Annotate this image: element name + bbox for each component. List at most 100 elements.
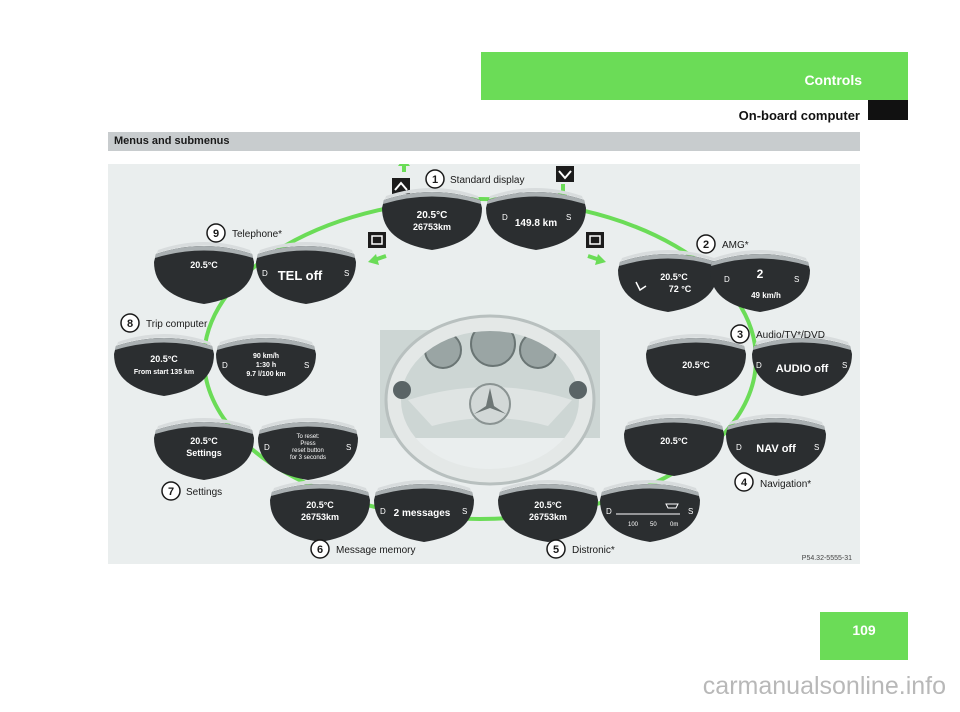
section-header: Controls	[481, 52, 908, 100]
svg-text:50: 50	[650, 522, 657, 528]
svg-text:To reset:: To reset:	[296, 434, 319, 440]
svg-text:Standard display: Standard display	[450, 175, 525, 186]
svg-text:20.5°C: 20.5°C	[660, 272, 688, 282]
up-icon	[392, 178, 410, 194]
page-number: 109	[852, 622, 876, 638]
svg-text:From start 135 km: From start 135 km	[134, 369, 194, 376]
display-amg-right: D S 2 49 km/h	[710, 250, 810, 312]
label-3: 3 Audio/TV*/DVD	[730, 324, 825, 344]
display-amg-left: 20.5°C 72 °C	[618, 250, 718, 312]
display-tel-right: D S TEL off	[256, 242, 356, 304]
svg-text:D: D	[262, 269, 268, 278]
svg-text:AMG*: AMG*	[722, 240, 749, 251]
svg-text:20.5°C: 20.5°C	[306, 500, 334, 510]
display-distronic-right: D S 100 50 0m	[600, 480, 700, 542]
svg-text:149.8 km: 149.8 km	[515, 218, 557, 229]
svg-text:Audio/TV*/DVD: Audio/TV*/DVD	[756, 330, 825, 341]
display-msg-left: 20.5°C 26753km	[270, 480, 370, 542]
label-5: 5 Distronic*	[546, 539, 615, 559]
label-8: 8 Trip computer	[120, 313, 208, 333]
section-bar: Menus and submenus	[108, 132, 860, 151]
display-distronic-left: 20.5°C 26753km	[498, 480, 598, 542]
svg-text:AUDIO off: AUDIO off	[776, 363, 829, 375]
svg-text:Trip computer: Trip computer	[146, 319, 208, 330]
svg-text:S: S	[688, 507, 693, 516]
left-icon	[368, 232, 386, 248]
display-trip-left: 20.5°C From start 135 km	[114, 334, 214, 396]
svg-text:20.5°C: 20.5°C	[682, 360, 710, 370]
svg-text:D: D	[756, 361, 762, 370]
svg-text:S: S	[346, 443, 351, 452]
svg-text:S: S	[794, 275, 799, 284]
svg-text:26753km: 26753km	[413, 222, 451, 232]
steering-wheel-photo	[380, 290, 600, 486]
svg-text:Message memory: Message memory	[336, 545, 415, 556]
svg-text:6: 6	[317, 544, 323, 556]
display-settings-right: D S To reset: Press reset button for 3 s…	[258, 418, 358, 480]
svg-text:D: D	[736, 443, 742, 452]
svg-text:for 3 seconds: for 3 seconds	[290, 455, 326, 461]
svg-text:2 messages: 2 messages	[394, 508, 451, 519]
svg-text:D: D	[264, 443, 270, 452]
svg-text:S: S	[344, 269, 349, 278]
display-nav-right: D S NAV off	[726, 414, 826, 476]
svg-text:9.7 l/100 km: 9.7 l/100 km	[246, 371, 285, 378]
svg-text:26753km: 26753km	[301, 512, 339, 522]
svg-text:S: S	[566, 213, 571, 222]
svg-text:TEL off: TEL off	[278, 268, 323, 283]
svg-text:2: 2	[757, 267, 764, 281]
svg-text:D: D	[724, 275, 730, 284]
right-icon	[586, 232, 604, 248]
svg-text:20.5°C: 20.5°C	[190, 260, 218, 270]
svg-text:72 °C: 72 °C	[669, 284, 692, 294]
display-settings-left: 20.5°C Settings	[154, 418, 254, 480]
chapter-tab	[868, 100, 908, 120]
label-6: 6 Message memory	[310, 539, 415, 559]
svg-text:Settings: Settings	[186, 487, 222, 498]
svg-text:8: 8	[127, 318, 133, 330]
display-standard-right: D S 149.8 km	[486, 188, 586, 250]
menu-diagram: 20.5°C 26753km D S 149.8 km 20.5°C 72 °C…	[108, 164, 860, 564]
svg-text:4: 4	[741, 477, 748, 489]
svg-text:reset button: reset button	[292, 448, 324, 454]
svg-text:S: S	[814, 443, 819, 452]
display-tel-left: 20.5°C	[154, 242, 254, 304]
display-msg-right: D S 2 messages	[374, 480, 474, 542]
label-1: 1 Standard display	[425, 169, 525, 189]
page-number-box: 109	[820, 612, 908, 660]
subsection-title: On-board computer	[738, 108, 860, 123]
svg-text:90 km/h: 90 km/h	[253, 353, 279, 360]
svg-text:Settings: Settings	[186, 448, 222, 458]
label-4: 4 Navigation*	[734, 472, 811, 492]
svg-text:20.5°C: 20.5°C	[417, 210, 448, 221]
label-2: 2 AMG*	[696, 234, 749, 254]
display-audio-right: D S AUDIO off	[752, 334, 852, 396]
svg-text:D: D	[502, 213, 508, 222]
image-code: P54.32-5555-31	[802, 555, 852, 562]
watermark: carmanualsonline.info	[702, 672, 946, 700]
svg-text:9: 9	[213, 228, 219, 240]
distronic-car-icon	[665, 503, 679, 509]
svg-text:D: D	[606, 507, 612, 516]
oil-temp-icon	[635, 281, 647, 292]
svg-text:49 km/h: 49 km/h	[751, 291, 781, 300]
svg-text:100: 100	[628, 522, 639, 528]
svg-text:1: 1	[432, 174, 438, 186]
display-standard-left: 20.5°C 26753km	[382, 188, 482, 250]
svg-text:S: S	[842, 361, 847, 370]
svg-text:Press: Press	[300, 441, 315, 447]
svg-text:20.5°C: 20.5°C	[660, 436, 688, 446]
down-icon	[556, 166, 574, 182]
svg-text:Navigation*: Navigation*	[760, 479, 811, 490]
svg-text:0m: 0m	[670, 522, 678, 528]
svg-text:3: 3	[737, 329, 743, 341]
svg-text:20.5°C: 20.5°C	[150, 354, 178, 364]
label-9: 9 Telephone*	[206, 223, 282, 243]
display-audio-left: 20.5°C	[646, 334, 746, 396]
svg-text:20.5°C: 20.5°C	[190, 436, 218, 446]
svg-text:2: 2	[703, 239, 709, 251]
svg-text:20.5°C: 20.5°C	[534, 500, 562, 510]
svg-text:D: D	[222, 361, 228, 370]
svg-text:Distronic*: Distronic*	[572, 545, 615, 556]
svg-text:S: S	[462, 507, 467, 516]
